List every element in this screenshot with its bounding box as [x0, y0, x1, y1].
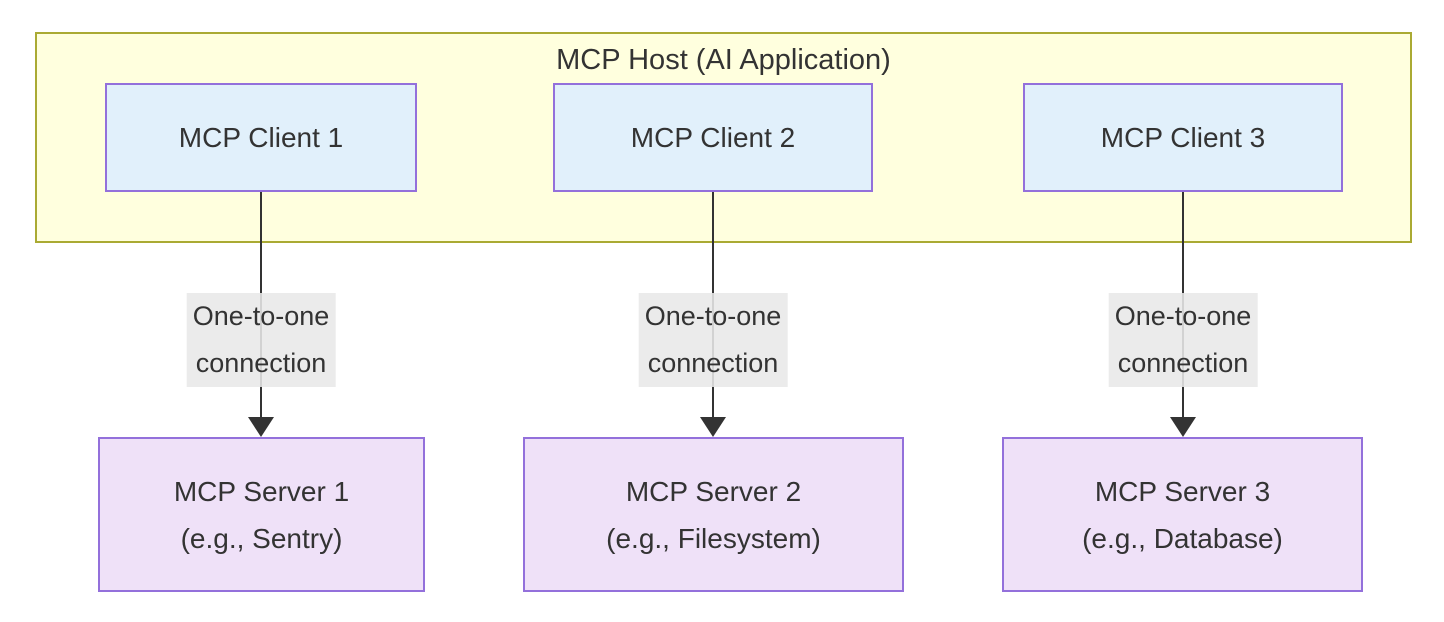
mcp-host-title: MCP Host (AI Application)	[556, 44, 891, 76]
mcp-client-3-node: MCP Client 3	[1023, 83, 1343, 192]
mcp-server-1-node: MCP Server 1 (e.g., Sentry)	[98, 437, 425, 592]
mcp-server-2-name: MCP Server 2	[625, 475, 802, 507]
mcp-server-1-example: (e.g., Sentry)	[180, 522, 343, 554]
mcp-client-2-node: MCP Client 2	[553, 83, 873, 192]
mcp-server-2-example: (e.g., Filesystem)	[606, 522, 821, 554]
mcp-client-1-label: MCP Client 1	[178, 121, 344, 153]
connection-label-2: One-to-one connection	[638, 293, 788, 387]
connection-label-3-line2: connection	[1117, 348, 1249, 378]
arrowhead-down-icon	[1170, 417, 1196, 437]
connection-label-3: One-to-one connection	[1108, 293, 1258, 387]
connection-label-2-line1: One-to-one	[644, 301, 782, 331]
connection-label-1: One-to-one connection	[186, 293, 336, 387]
mcp-server-2-node: MCP Server 2 (e.g., Filesystem)	[523, 437, 904, 592]
mcp-client-1-node: MCP Client 1	[105, 83, 417, 192]
mcp-client-3-label: MCP Client 3	[1100, 121, 1266, 153]
connection-label-3-line1: One-to-one	[1114, 301, 1252, 331]
connection-label-1-line2: connection	[195, 348, 327, 378]
arrowhead-down-icon	[700, 417, 726, 437]
mcp-server-1-name: MCP Server 1	[173, 475, 350, 507]
arrowhead-down-icon	[248, 417, 274, 437]
mcp-server-3-example: (e.g., Database)	[1082, 522, 1283, 554]
mcp-client-2-label: MCP Client 2	[630, 121, 796, 153]
mcp-server-3-name: MCP Server 3	[1094, 475, 1271, 507]
connection-label-2-line2: connection	[647, 348, 779, 378]
connection-label-1-line1: One-to-one	[192, 301, 330, 331]
mcp-server-3-node: MCP Server 3 (e.g., Database)	[1002, 437, 1363, 592]
